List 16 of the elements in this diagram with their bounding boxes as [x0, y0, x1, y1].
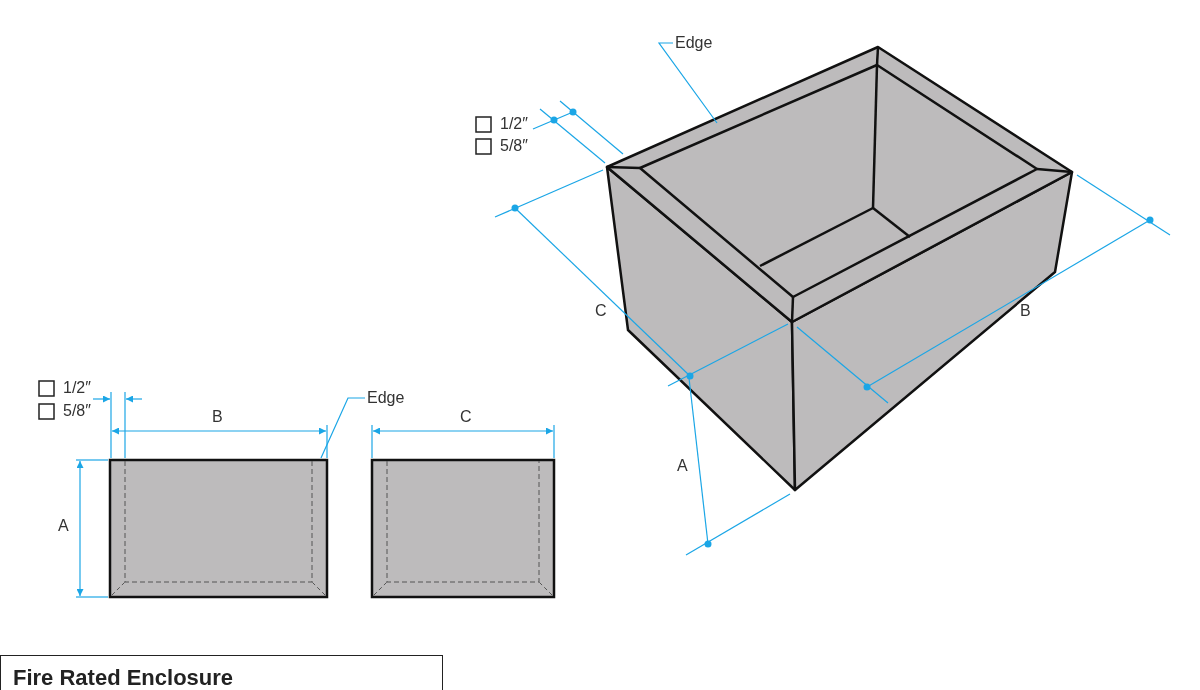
- front-view-drawing: [108, 458, 329, 599]
- dimension-label: A: [58, 517, 69, 535]
- leader-line: [657, 42, 718, 124]
- callout-label: Edge: [675, 34, 713, 52]
- dimension-label: B: [1020, 302, 1031, 320]
- thickness-option: 1/2″: [63, 379, 91, 397]
- thickness-option: 5/8″: [63, 402, 91, 420]
- dimension-label: C: [460, 408, 472, 426]
- thickness-option: 1/2″: [500, 115, 528, 133]
- title-box: Fire Rated Enclosure: [0, 655, 443, 690]
- dimension-label: B: [212, 408, 223, 426]
- dimension-label: A: [677, 457, 688, 475]
- leader-line: [320, 397, 366, 459]
- dimension-label: C: [595, 302, 607, 320]
- callout-label: Edge: [367, 389, 405, 407]
- thickness-option: 5/8″: [500, 137, 528, 155]
